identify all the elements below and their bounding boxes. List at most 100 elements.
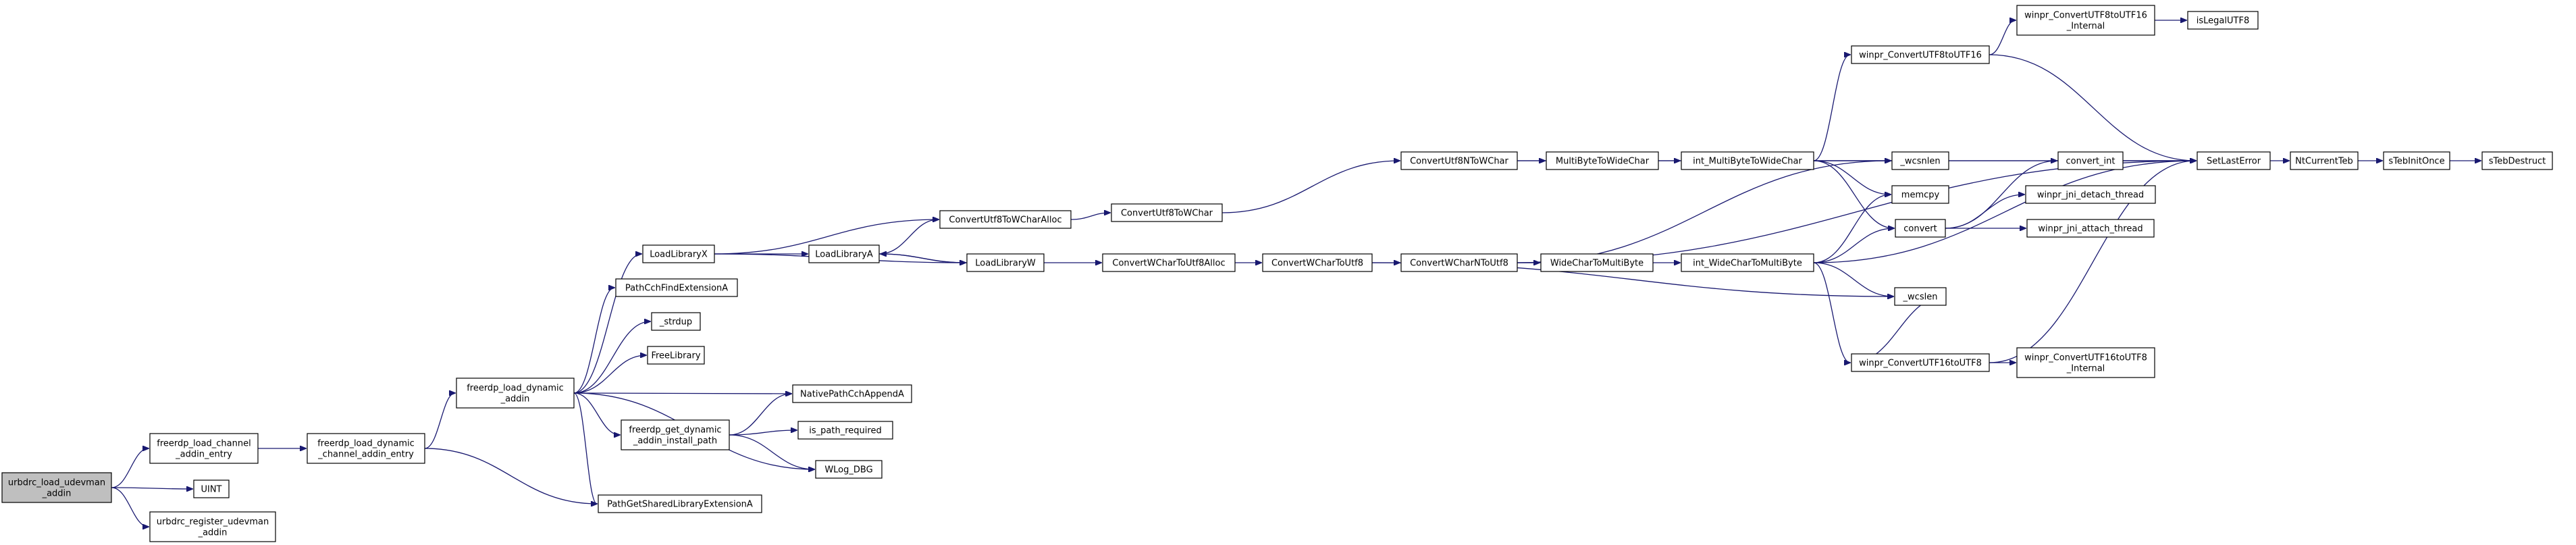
node-label: winpr_jni_detach_thread: [2037, 190, 2144, 201]
graph-node-steb-destruct[interactable]: sTebDestruct: [2481, 151, 2553, 170]
edge-load_dyn-to-freelib: [573, 355, 646, 394]
node-label: PathGetSharedLibraryExtensionA: [607, 500, 753, 510]
node-label: winpr_ConvertUTF8toUTF16: [2024, 11, 2147, 21]
node-box: [651, 312, 701, 331]
graph-node-get-install[interactable]: freerdp_get_dynamic_addin_install_path: [621, 419, 730, 450]
graph-node-memcpy[interactable]: memcpy: [1891, 185, 1949, 204]
edge-load_dyn-to-get_install: [573, 392, 620, 435]
node-label: int_MultiByteToWideChar: [1693, 157, 1802, 167]
node-label: ConvertWCharNToUtf8: [1410, 259, 1508, 269]
graph-node-winpr-u16-u8[interactable]: winpr_ConvertUTF16toUTF8: [1851, 353, 1990, 372]
graph-node-loadlibx[interactable]: LoadLibraryX: [642, 244, 715, 263]
node-label: _addin_entry: [175, 450, 232, 460]
node-label: winpr_ConvertUTF16toUTF8: [2024, 353, 2147, 363]
edge-get_install-to-native_append: [729, 394, 791, 436]
node-box: [2481, 151, 2553, 170]
node-label: winpr_jni_attach_thread: [2038, 224, 2143, 234]
node-box: [615, 278, 738, 297]
graph-node-wcsnlen[interactable]: _wcsnlen: [1891, 151, 1949, 170]
node-label: sTebDestruct: [2489, 157, 2546, 167]
node-box: [1681, 253, 1814, 272]
node-label: LoadLibraryW: [975, 259, 1036, 269]
edge-int_mb2wc-to-winpr_u8_u16: [1813, 55, 1850, 161]
graph-node-register[interactable]: urbdrc_register_udevman_addin: [149, 511, 276, 542]
edge-int_mb2wc-to-convert: [1813, 160, 1894, 228]
edge-int_wc2mb-to-winpr_u16_u8: [1813, 262, 1850, 363]
node-label: urbdrc_register_udevman: [157, 517, 269, 527]
node-label: isLegalUTF8: [2197, 16, 2249, 26]
node-label: _wcsnlen: [1899, 157, 1940, 167]
graph-node-winpr-u8-u16[interactable]: winpr_ConvertUTF8toUTF16: [1851, 45, 1990, 64]
node-box: [1400, 253, 1518, 272]
graph-node-load-channel[interactable]: freerdp_load_channel_addin_entry: [149, 433, 259, 464]
node-label: SetLastError: [2207, 157, 2261, 167]
graph-node-winpr-u8-u16-int[interactable]: winpr_ConvertUTF8toUTF16_Internal: [2016, 5, 2155, 36]
edge-int_wc2mb-to-memcpy: [1813, 194, 1891, 263]
graph-node-load-dyn[interactable]: freerdp_load_dynamic_addin: [456, 378, 575, 409]
graph-node-cvt-u8-wchar[interactable]: ConvertUtf8ToWChar: [1111, 203, 1223, 222]
graph-node-int-wc2mb[interactable]: int_WideCharToMultiByte: [1681, 253, 1814, 272]
edge-load_dyn_channel-to-pathget_shared: [424, 448, 597, 504]
graph-node-freelib[interactable]: FreeLibrary: [647, 346, 705, 365]
node-label: LoadLibraryA: [815, 250, 873, 260]
graph-node-mb2wc[interactable]: MultiByteToWideChar: [1546, 151, 1659, 170]
graph-node-jni-attach[interactable]: winpr_jni_attach_thread: [2026, 219, 2155, 238]
graph-node-winpr-u16-u8-int[interactable]: winpr_ConvertUTF16toUTF8_Internal: [2016, 347, 2155, 378]
graph-node-cvt-u8-wcalloc[interactable]: ConvertUtf8ToWCharAlloc: [939, 210, 1072, 229]
graph-node-native-append[interactable]: NativePathCchAppendA: [792, 384, 912, 403]
graph-node-cvt-u8n-wchar[interactable]: ConvertUtf8NToWChar: [1400, 151, 1518, 170]
edge-loadliba-to-cvt_u8_wcalloc: [878, 219, 939, 255]
graph-node-wc2mb[interactable]: WideCharToMultiByte: [1540, 253, 1654, 272]
edge-load_dyn-to-loadlibx: [573, 254, 641, 394]
node-label: freerdp_get_dynamic: [629, 425, 721, 436]
edge-cvt_wcn_u8-to-setlasterror: [1517, 161, 2196, 263]
edge-root-to-load_channel: [111, 448, 149, 488]
graph-node-cvt-wc-u8[interactable]: ConvertWCharToUtf8: [1262, 253, 1373, 272]
graph-node-uint[interactable]: UINT: [193, 479, 230, 498]
graph-node-load-dyn-channel[interactable]: freerdp_load_dynamic_channel_addin_entry: [307, 433, 425, 464]
graph-node-jni-detach[interactable]: winpr_jni_detach_thread: [2025, 185, 2156, 204]
node-label: PathCchFindExtensionA: [625, 284, 728, 294]
graph-node-is-path-req[interactable]: is_path_required: [797, 421, 893, 440]
graph-node-pathcch-find[interactable]: PathCchFindExtensionA: [615, 278, 738, 297]
graph-node-convert[interactable]: convert: [1895, 219, 1946, 238]
node-label: freerdp_load_dynamic: [467, 384, 564, 394]
node-box: [1546, 151, 1659, 170]
edge-int_mb2wc-to-memcpy: [1813, 160, 1891, 194]
graph-node-ntcurrentteb[interactable]: NtCurrentTeb: [2290, 151, 2359, 170]
graph-node-int-mb2wc[interactable]: int_MultiByteToWideChar: [1681, 151, 1814, 170]
graph-node-wlog[interactable]: WLog_DBG: [815, 460, 883, 479]
graph-node-wcslen[interactable]: _wcslen: [1894, 287, 1947, 306]
graph-node-setlasterror[interactable]: SetLastError: [2197, 151, 2271, 170]
graph-node-steb-init[interactable]: sTebInitOnce: [2383, 151, 2450, 170]
node-label: _Internal: [2066, 22, 2105, 32]
graph-node-cvt-wc-u8alloc[interactable]: ConvertWCharToUtf8Alloc: [1102, 253, 1236, 272]
node-box: [1891, 185, 1949, 204]
node-box: [2026, 219, 2155, 238]
edge-cvt_u8_wchar-to-cvt_u8n_wchar: [1221, 161, 1400, 213]
node-label: _wcslen: [1903, 292, 1938, 303]
edge-get_install-to-is_path_req: [729, 430, 797, 436]
node-box: [1894, 287, 1947, 306]
node-label: _strdup: [659, 317, 692, 328]
graph-node-cvt-wcn-u8[interactable]: ConvertWCharNToUtf8: [1400, 253, 1518, 272]
graph-node-root[interactable]: urbdrc_load_udevman_addin: [1, 472, 112, 503]
node-label: freerdp_load_channel: [157, 439, 251, 449]
graph-node-pathget-shared[interactable]: PathGetSharedLibraryExtensionA: [598, 494, 762, 513]
graph-node-loadliba[interactable]: LoadLibraryA: [808, 244, 880, 263]
graph-node-convert-int[interactable]: convert_int: [2057, 151, 2124, 170]
node-box: [1111, 203, 1223, 222]
graph-node-strdup[interactable]: _strdup: [651, 312, 701, 331]
graph-node-loadlibw[interactable]: LoadLibraryW: [966, 253, 1045, 272]
node-box: [1102, 253, 1236, 272]
node-box: [1895, 219, 1946, 238]
node-label: ConvertUtf8ToWChar: [1121, 209, 1213, 219]
node-label: convert_int: [2066, 157, 2115, 167]
node-label: winpr_ConvertUTF8toUTF16: [1859, 51, 1982, 61]
graph-node-islegal[interactable]: isLegalUTF8: [2187, 11, 2259, 30]
node-label: _Internal: [2066, 364, 2105, 374]
node-label: ConvertUtf8ToWCharAlloc: [949, 215, 1061, 226]
edge-int_wc2mb-to-wcslen: [1813, 262, 1893, 296]
node-box: [2383, 151, 2450, 170]
